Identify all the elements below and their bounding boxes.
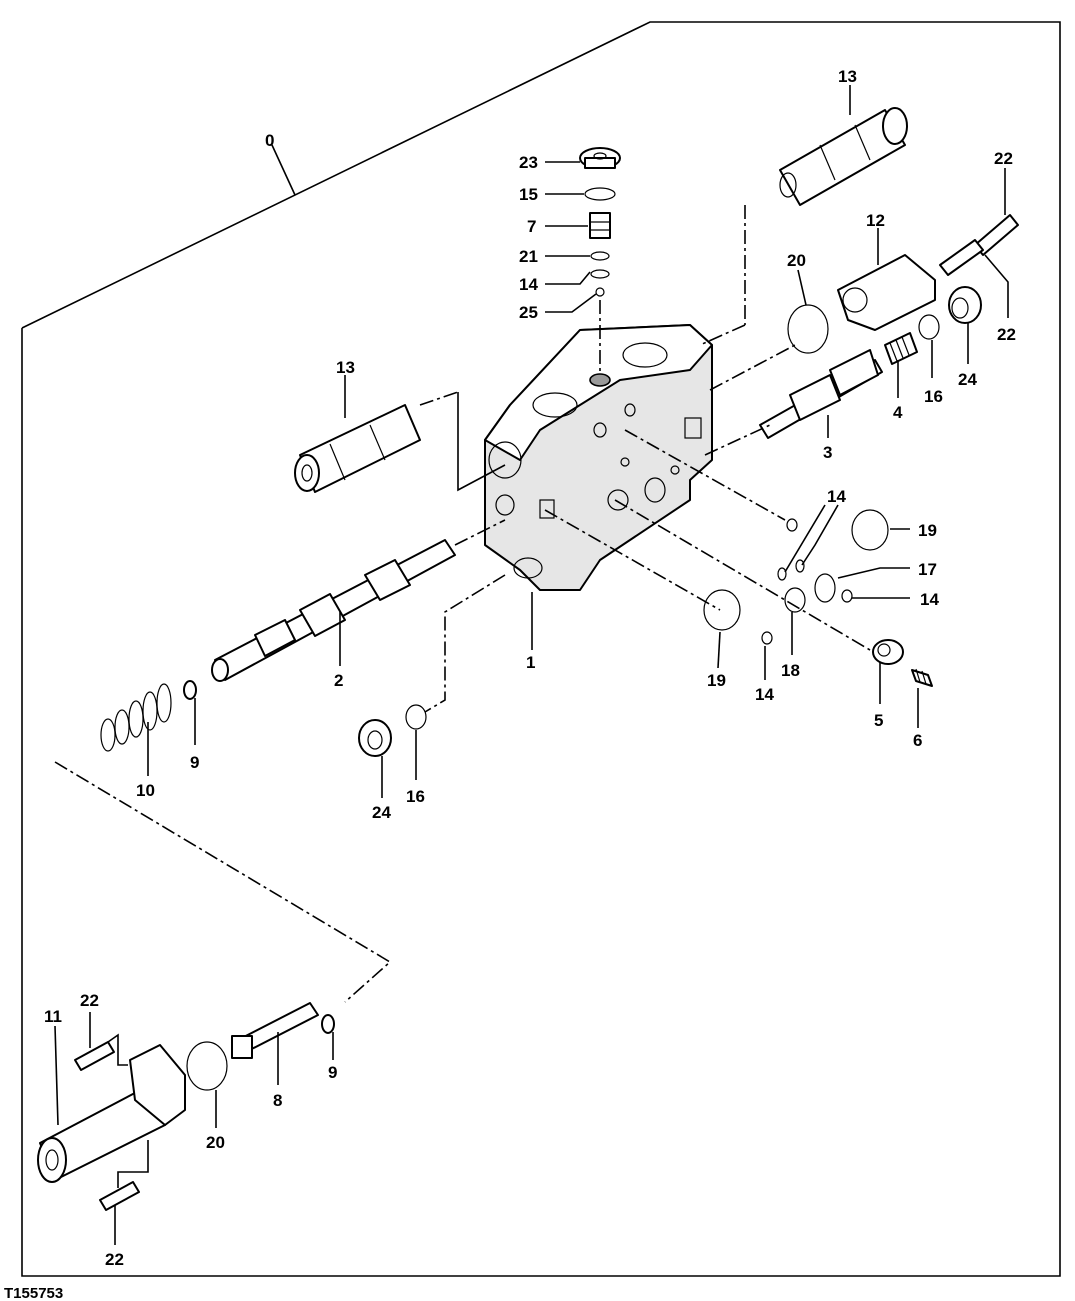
callout-15: 15 bbox=[519, 185, 538, 204]
callout-14c: 14 bbox=[920, 590, 939, 609]
callout-13b: 13 bbox=[838, 67, 857, 86]
poppet-5 bbox=[872, 639, 904, 665]
callout-14a: 14 bbox=[519, 275, 538, 294]
callout-19a: 19 bbox=[918, 521, 937, 540]
callout-11: 11 bbox=[44, 1007, 62, 1026]
callout-24a: 24 bbox=[958, 370, 977, 389]
callout-22d: 22 bbox=[105, 1250, 124, 1269]
callout-13a: 13 bbox=[336, 358, 355, 377]
stopper-8 bbox=[231, 1002, 319, 1059]
assembly-boundary bbox=[21, 21, 1061, 1277]
callout-10: 10 bbox=[136, 781, 155, 800]
callout-14d: 14 bbox=[755, 685, 774, 704]
callout-7: 7 bbox=[527, 217, 536, 236]
callout-18: 18 bbox=[781, 661, 800, 680]
callout-20b: 20 bbox=[206, 1133, 225, 1152]
callout-0: 0 bbox=[265, 131, 274, 150]
callout-9a: 9 bbox=[190, 753, 199, 772]
callout-16a: 16 bbox=[924, 387, 943, 406]
figure-id: T155753 bbox=[4, 1285, 63, 1301]
callout-23: 23 bbox=[519, 153, 538, 172]
callout-16b: 16 bbox=[406, 787, 425, 806]
relief-valve-left bbox=[294, 404, 421, 493]
callout-17: 17 bbox=[918, 560, 937, 579]
callout-22a: 22 bbox=[994, 149, 1013, 168]
spool-3 bbox=[759, 349, 883, 439]
o-rings bbox=[183, 187, 940, 1091]
callout-2: 2 bbox=[334, 671, 343, 690]
callout-14b: 14 bbox=[827, 487, 846, 506]
leader-lines bbox=[54, 85, 1009, 1245]
plug-24-left bbox=[358, 719, 392, 757]
callout-19b: 19 bbox=[707, 671, 726, 690]
callout-12: 12 bbox=[866, 211, 885, 230]
poppet-7 bbox=[589, 212, 611, 239]
callout-6: 6 bbox=[913, 731, 922, 750]
plug-24-right bbox=[948, 286, 982, 324]
callout-22c: 22 bbox=[80, 991, 99, 1010]
valve-housing bbox=[484, 324, 713, 591]
spring-cap-11 bbox=[37, 1044, 186, 1183]
callout-20a: 20 bbox=[787, 251, 806, 270]
callout-5: 5 bbox=[874, 711, 883, 730]
callout-22b: 22 bbox=[997, 325, 1016, 344]
bolts-22 bbox=[74, 214, 1019, 1211]
plug-23 bbox=[579, 147, 621, 169]
callout-8: 8 bbox=[273, 1091, 282, 1110]
callout-3: 3 bbox=[823, 443, 832, 462]
callouts: 0 1 2 3 4 5 6 7 8 9 9 10 11 12 13 13 14 … bbox=[44, 67, 1016, 1269]
center-lines bbox=[54, 205, 871, 1003]
callout-1: 1 bbox=[526, 653, 535, 672]
spring-6 bbox=[911, 668, 933, 687]
callout-4: 4 bbox=[893, 403, 903, 422]
callout-21: 21 bbox=[519, 247, 538, 266]
spring-10 bbox=[100, 683, 172, 752]
spool bbox=[211, 539, 456, 682]
callout-9b: 9 bbox=[328, 1063, 337, 1082]
relief-valve-right bbox=[779, 107, 908, 206]
cap-12 bbox=[837, 254, 936, 331]
callout-24b: 24 bbox=[372, 803, 391, 822]
callout-25: 25 bbox=[519, 303, 538, 322]
spring-4 bbox=[884, 332, 918, 365]
